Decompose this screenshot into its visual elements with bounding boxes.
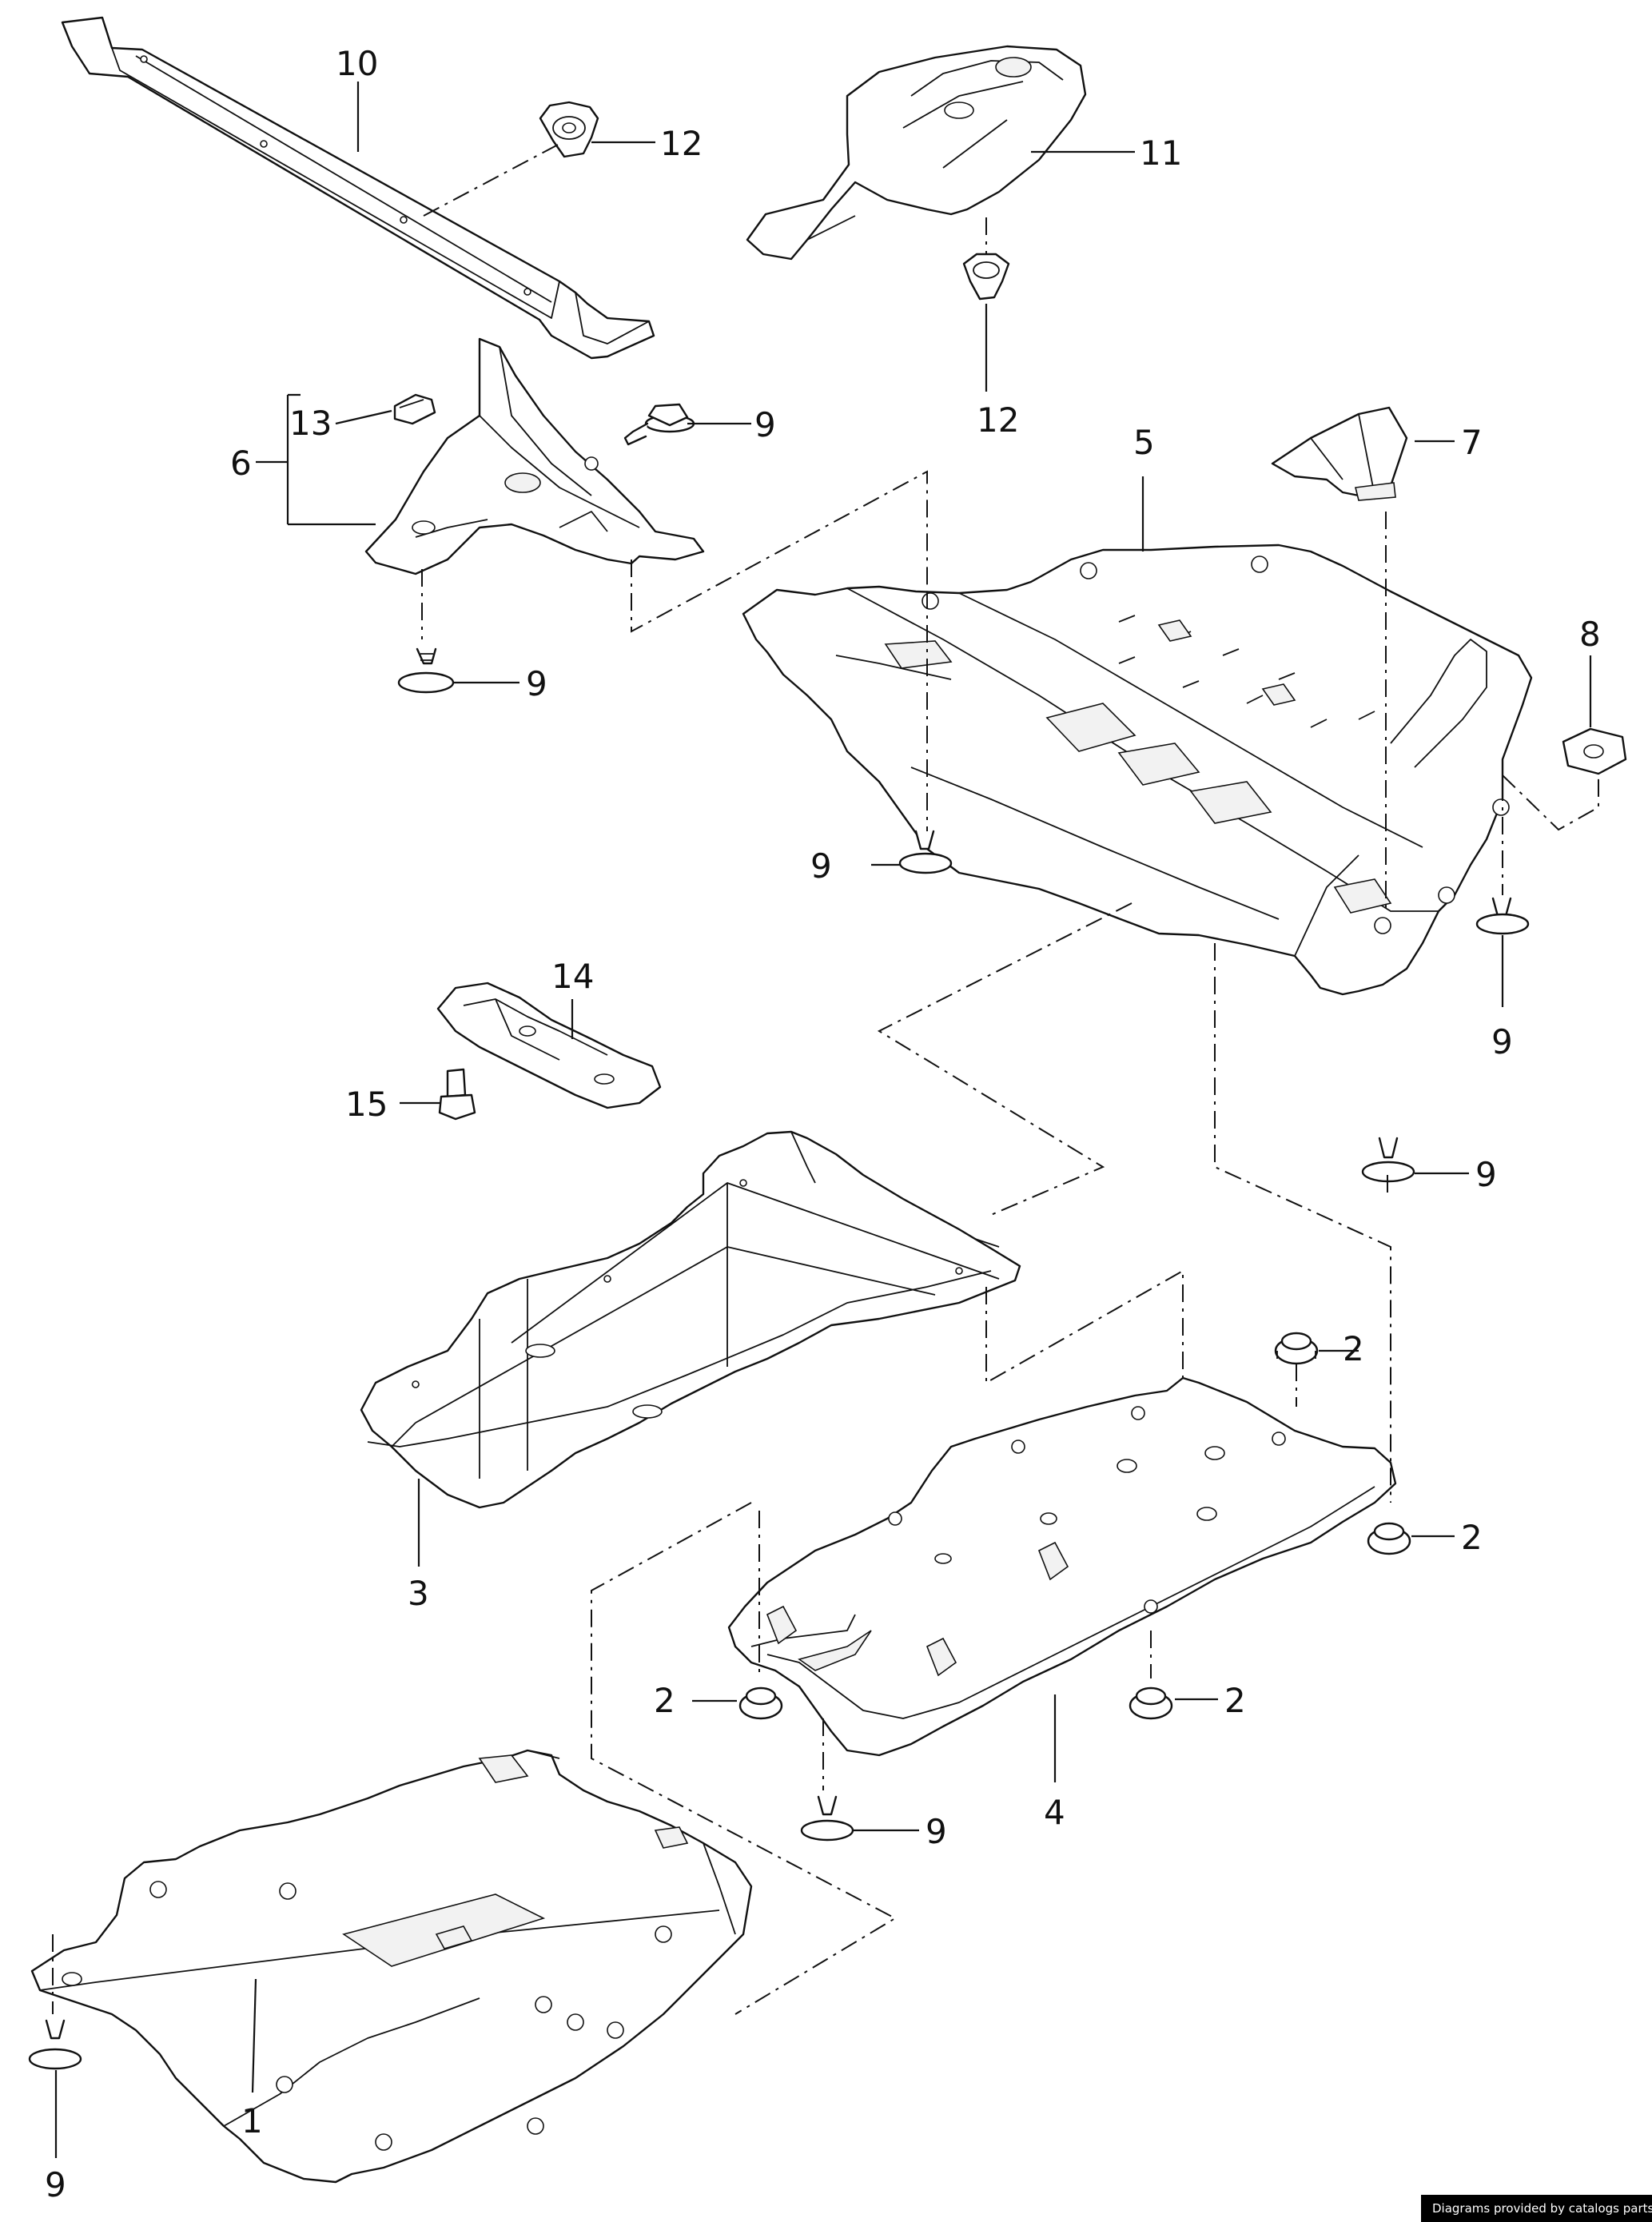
callout-2: 2 — [654, 1681, 675, 1720]
callout-9: 9 — [810, 846, 832, 886]
callout-9: 9 — [926, 1812, 947, 1851]
callout-12: 12 — [977, 400, 1019, 440]
part-8-clip-nut — [1562, 727, 1627, 775]
part-13-clip — [393, 393, 436, 425]
part-11-heat-shield — [746, 45, 1087, 261]
callout-14: 14 — [551, 957, 594, 996]
callout-13: 13 — [289, 404, 332, 443]
part-6-bracket — [364, 337, 705, 575]
part-1-front-panel — [30, 1749, 753, 2184]
callout-3: 3 — [408, 1574, 429, 1613]
callout-10: 10 — [336, 44, 378, 83]
part-5-rear-panel — [742, 544, 1533, 996]
part-9-screw — [1475, 897, 1530, 935]
part-2-nut — [1129, 1686, 1173, 1720]
part-9-screw — [1361, 1137, 1415, 1183]
callout-numbers: 10 12 11 12 13 6 9 9 5 7 8 9 9 9 14 15 3… — [45, 44, 1601, 2204]
callout-2: 2 — [1461, 1518, 1483, 1557]
callout-11: 11 — [1140, 133, 1182, 173]
callout-6: 6 — [230, 444, 252, 483]
assembly-lines — [52, 143, 1599, 2015]
callout-9: 9 — [45, 2165, 66, 2204]
part-15-bolt — [438, 1068, 476, 1121]
part-9-screw — [800, 1795, 854, 1842]
part-12-clip-upper — [539, 101, 599, 158]
part-12-clip-lower — [962, 253, 1010, 301]
part-9-screw — [397, 647, 455, 694]
part-14-bracket — [436, 982, 662, 1109]
callout-2: 2 — [1224, 1681, 1246, 1720]
callout-5: 5 — [1133, 423, 1155, 462]
callout-2: 2 — [1343, 1329, 1364, 1368]
credit-text: Diagrams provided by catalogs parts — [1432, 2201, 1652, 2216]
callout-9: 9 — [754, 405, 776, 444]
part-9-screw — [623, 403, 695, 446]
part-2-nut — [1274, 1332, 1319, 1365]
callout-9: 9 — [1475, 1155, 1497, 1194]
part-3-center-panel — [360, 1130, 1021, 1509]
callout-15: 15 — [345, 1085, 388, 1124]
credit-badge: Diagrams provided by catalogs parts — [1421, 2195, 1652, 2222]
part-2-nut — [738, 1686, 783, 1720]
part-7-small-shield — [1271, 406, 1408, 501]
callout-12: 12 — [660, 124, 703, 163]
callout-1: 1 — [241, 2101, 263, 2140]
part-10-cross-member — [61, 16, 655, 360]
callout-7: 7 — [1461, 423, 1483, 462]
callout-9: 9 — [1491, 1022, 1513, 1061]
part-2-nut — [1367, 1522, 1411, 1555]
part-4-right-panel — [727, 1376, 1397, 1757]
callout-9: 9 — [526, 664, 547, 703]
leader-lines — [54, 82, 1592, 2158]
part-9-screw — [28, 2019, 82, 2070]
callout-4: 4 — [1044, 1793, 1065, 1832]
callout-8: 8 — [1579, 615, 1601, 654]
part-9-screw — [898, 830, 953, 874]
